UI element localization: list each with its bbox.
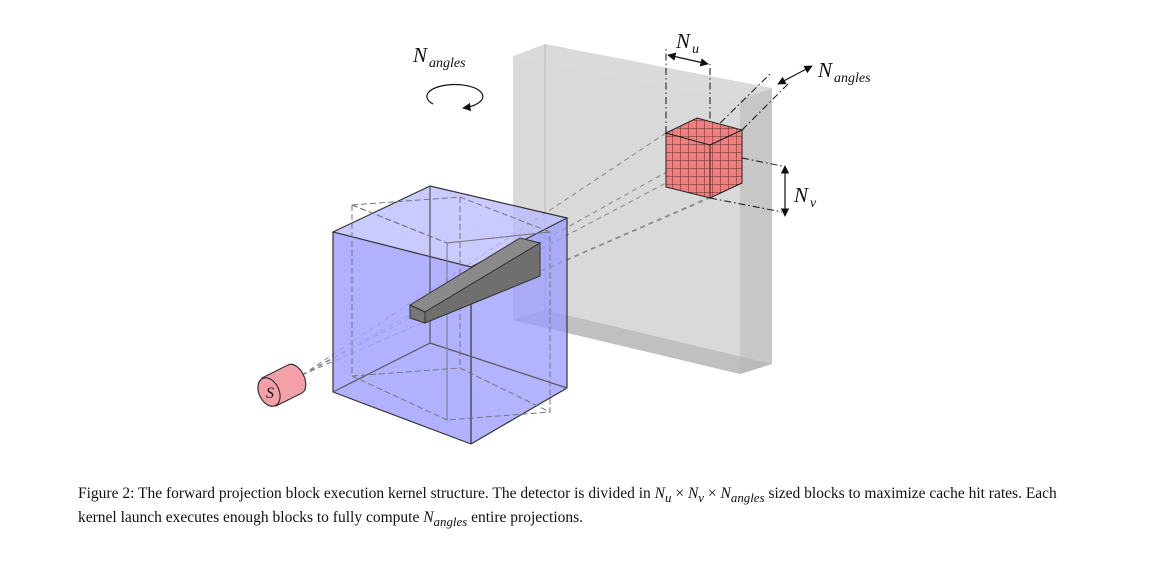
- nangles-depth-arrow: [777, 65, 813, 85]
- caption-prefix: Figure 2: The forward projection block e…: [78, 485, 655, 502]
- svg-text:u: u: [692, 42, 699, 57]
- caption-suffix: entire projections.: [467, 509, 584, 527]
- source-cylinder: S: [257, 363, 307, 407]
- caption-times-1: ×: [671, 485, 688, 502]
- projection-diagram: S N angles N u N angles N v: [257, 29, 871, 445]
- svg-text:angles: angles: [429, 56, 466, 71]
- nangles-depth-label: N angles: [817, 58, 871, 86]
- svg-text:N: N: [412, 43, 428, 67]
- svg-text:N: N: [675, 29, 691, 53]
- svg-text:v: v: [810, 196, 817, 211]
- caption-middle: sized blocks to maximize cache hit rates…: [78, 485, 1057, 527]
- volume-cube: [331, 185, 569, 445]
- nu-label: N u: [675, 29, 699, 57]
- caption-nangles-2: Nangles: [423, 509, 468, 530]
- caption-nangles: Nangles: [720, 485, 765, 506]
- svg-text:angles: angles: [834, 71, 871, 86]
- rotation-indicator: [426, 83, 484, 112]
- caption-times-2: ×: [704, 485, 721, 502]
- detector-block: [664, 117, 744, 199]
- ray-beam: [408, 237, 542, 324]
- nv-label: N v: [793, 183, 817, 211]
- figure-caption: Figure 2: The forward projection block e…: [78, 484, 1088, 532]
- caption-nv: Nv: [687, 485, 705, 506]
- svg-text:N: N: [793, 183, 809, 207]
- nu-arrow: [667, 52, 709, 67]
- caption-nu: Nu: [654, 485, 672, 506]
- svg-text:N: N: [817, 58, 833, 82]
- source-label: S: [266, 385, 274, 402]
- rotation-label: N angles: [412, 43, 466, 71]
- dimension-guides: [665, 46, 791, 213]
